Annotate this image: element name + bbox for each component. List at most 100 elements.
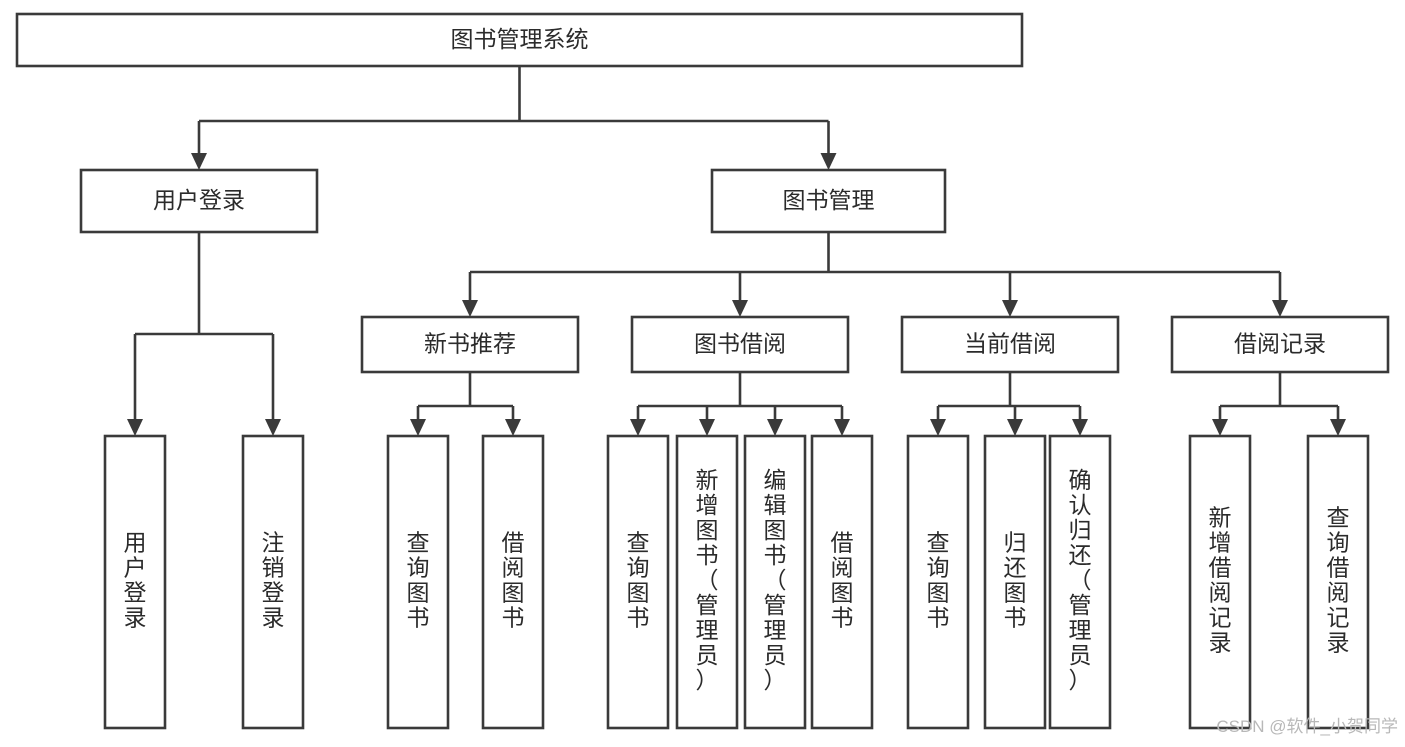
- node-leaf-图书借阅-1-label-char: 书: [696, 542, 719, 568]
- node-leaf-图书借阅-0-label-char: 图: [627, 580, 650, 606]
- node-level3-0[interactable]: 新书推荐: [360, 315, 580, 374]
- arrow-head-icon: [1272, 300, 1288, 317]
- node-level3-2-rect: [900, 315, 1120, 374]
- node-leaf-用户登录-1-label-char: 注: [262, 530, 285, 556]
- node-leaf-图书借阅-0-label-char: 书: [627, 605, 650, 631]
- arrow-head-icon: [732, 300, 748, 317]
- arrow-head-icon: [1072, 419, 1088, 436]
- node-leaf-图书借阅-3-label-char: 图: [831, 580, 854, 606]
- node-level3-3[interactable]: 借阅记录: [1170, 315, 1390, 374]
- node-leaf-当前借阅-0-label-char: 书: [927, 605, 950, 631]
- node-level2-0-label: 用户登录: [153, 187, 245, 213]
- node-leaf-借阅记录-0-label-char: 增: [1209, 530, 1232, 556]
- arrow-head-icon: [410, 419, 426, 436]
- arrow-head-icon: [127, 419, 143, 436]
- node-level3-0-rect: [360, 315, 580, 374]
- node-root-system[interactable]: 图书管理系统: [15, 12, 1024, 68]
- node-root-system-label: 图书管理系统: [451, 26, 589, 52]
- node-leaf-图书借阅-2-rect: [743, 434, 807, 730]
- node-leaf-借阅记录-1-label-char: 查: [1327, 505, 1350, 531]
- node-level2-1[interactable]: 图书管理: [710, 168, 947, 234]
- node-leaf-当前借阅-2-label-char: ）: [1069, 667, 1092, 693]
- arrow-head-icon: [699, 419, 715, 436]
- node-level3-1-label: 图书借阅: [694, 331, 786, 357]
- node-level2-1-rect: [710, 168, 947, 234]
- node-leaf-图书借阅-0-label-char: 查: [627, 530, 650, 556]
- node-leaf-用户登录-0-label-char: 户: [124, 555, 147, 581]
- node-level2-0[interactable]: 用户登录: [79, 168, 319, 234]
- node-leaf-当前借阅-0-rect: [906, 434, 970, 730]
- node-leaf-用户登录-0-label-char: 录: [124, 605, 147, 631]
- node-leaf-用户登录-1-label-char: 销: [262, 555, 285, 581]
- node-leaf-图书借阅-1-label-char: （: [696, 567, 719, 593]
- arrow-head-icon: [1007, 419, 1023, 436]
- node-leaf-用户登录-0[interactable]: 用户登录: [103, 434, 167, 730]
- node-leaf-当前借阅-2-label-char: （: [1069, 567, 1092, 593]
- node-leaf-新书推荐-1-rect: [481, 434, 545, 730]
- node-leaf-新书推荐-0-label-char: 查: [407, 530, 430, 556]
- node-leaf-图书借阅-1-label-char: 员: [696, 642, 719, 668]
- node-leaf-图书借阅-0-rect: [606, 434, 670, 730]
- arrow-head-icon: [834, 419, 850, 436]
- node-level3-1[interactable]: 图书借阅: [630, 315, 850, 374]
- node-leaf-图书借阅-1-label-char: ）: [696, 667, 719, 693]
- node-leaf-借阅记录-1-label-char: 借: [1327, 555, 1350, 581]
- arrow-head-icon: [767, 419, 783, 436]
- node-leaf-当前借阅-0-label-char: 查: [927, 530, 950, 556]
- node-leaf-借阅记录-0-label-char: 新: [1209, 505, 1232, 531]
- node-leaf-图书借阅-0-label-char: 询: [627, 555, 650, 581]
- node-leaf-新书推荐-1-label-char: 图: [502, 580, 525, 606]
- arrow-head-icon: [1212, 419, 1228, 436]
- node-leaf-图书借阅-2-label-char: 员: [764, 642, 787, 668]
- node-leaf-图书借阅-1-label-char: 图: [696, 517, 719, 543]
- node-leaf-用户登录-1-label-char: 录: [262, 605, 285, 631]
- node-leaf-图书借阅-2-label-char: ）: [764, 667, 787, 693]
- node-root-system-rect: [15, 12, 1024, 68]
- arrow-head-icon: [1002, 300, 1018, 317]
- node-leaf-当前借阅-2-label-char: 还: [1069, 542, 1092, 568]
- node-leaf-当前借阅-1-label-char: 书: [1004, 605, 1027, 631]
- node-level3-2[interactable]: 当前借阅: [900, 315, 1120, 374]
- node-leaf-当前借阅-2-rect: [1048, 434, 1112, 730]
- node-leaf-图书借阅-2-label-char: 管: [764, 592, 787, 618]
- node-leaf-借阅记录-0-label-char: 借: [1209, 555, 1232, 581]
- node-leaf-借阅记录-1-label-char: 记: [1327, 605, 1350, 631]
- node-leaf-当前借阅-0-label-char: 询: [927, 555, 950, 581]
- arrow-head-icon: [930, 419, 946, 436]
- node-leaf-图书借阅-2-label-char: 编: [764, 467, 787, 493]
- node-leaf-借阅记录-1-rect: [1306, 434, 1370, 730]
- node-level3-0-label: 新书推荐: [424, 331, 516, 357]
- node-level3-2-label: 当前借阅: [964, 331, 1056, 357]
- node-leaf-用户登录-1-label-char: 登: [262, 580, 285, 606]
- node-leaf-当前借阅-1-label-char: 还: [1004, 555, 1027, 581]
- node-leaf-新书推荐-0-label-char: 图: [407, 580, 430, 606]
- node-leaf-用户登录-1-rect: [241, 434, 305, 730]
- node-level3-3-rect: [1170, 315, 1390, 374]
- node-leaf-图书借阅-3-label-char: 借: [831, 530, 854, 556]
- node-leaf-当前借阅-1-label-char: 归: [1004, 530, 1027, 556]
- node-leaf-图书借阅-2-label-char: 理: [764, 617, 787, 643]
- arrow-head-icon: [505, 419, 521, 436]
- node-leaf-图书借阅-2-label-char: 图: [764, 517, 787, 543]
- node-leaf-借阅记录-0-label-char: 阅: [1209, 580, 1232, 606]
- node-leaf-借阅记录-1-label-char: 录: [1327, 630, 1350, 656]
- node-leaf-新书推荐-0-label-char: 询: [407, 555, 430, 581]
- arrow-head-icon: [462, 300, 478, 317]
- node-leaf-新书推荐-1-label-char: 书: [502, 605, 525, 631]
- arrow-head-icon: [191, 153, 207, 170]
- node-leaf-图书借阅-1-label-char: 新: [696, 467, 719, 493]
- node-leaf-新书推荐-0-label-char: 书: [407, 605, 430, 631]
